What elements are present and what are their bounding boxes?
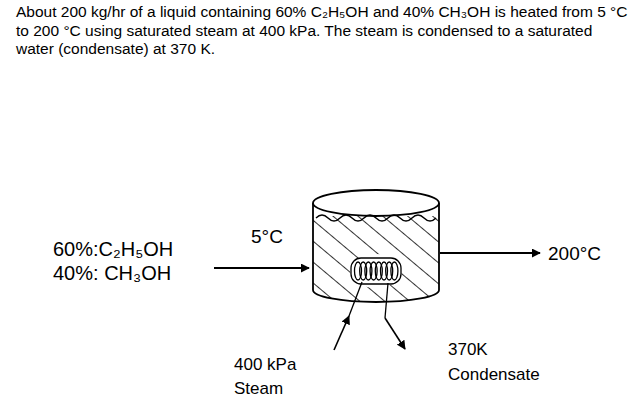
steam-line: [349, 282, 362, 316]
tank-top: [313, 190, 439, 216]
steam-label: Steam: [233, 379, 284, 399]
problem-statement: About 200 kg/hr of a liquid containing 6…: [16, 3, 628, 59]
condensate-label: Condensate: [447, 365, 541, 385]
outlet-temperature: 200°C: [547, 243, 602, 265]
steam-pressure: 400 kPa: [233, 355, 297, 375]
feed-composition: 60%:C₂H₅OH: [52, 238, 174, 261]
feed-arrow: [214, 267, 309, 269]
steam-arrow: [334, 316, 349, 350]
product-arrow: [440, 252, 540, 254]
inlet-temperature: 5°C: [250, 226, 284, 248]
tank-body: [313, 203, 439, 302]
condensate-arrow: [385, 318, 405, 349]
feed-composition: 40%: CH₃OH: [52, 262, 172, 285]
condensate-line: [385, 283, 388, 318]
coil-outline: [351, 258, 401, 284]
condensate-temperature: 370K: [447, 340, 489, 360]
coil-space: [350, 254, 402, 288]
steam-coil: [351, 258, 401, 284]
tank-hatching: [313, 210, 439, 305]
liquid-surface: [316, 215, 436, 221]
coil-turn: [391, 262, 398, 280]
